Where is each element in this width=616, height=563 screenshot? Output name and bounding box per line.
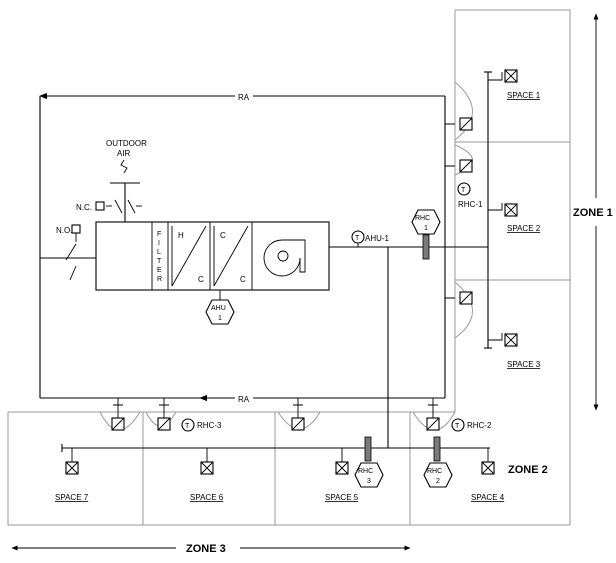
door-swing-1 (454, 81, 473, 141)
zone-3-dimension: ZONE 3 (11, 543, 411, 555)
no-actuator (71, 224, 81, 234)
zone-3-label: ZONE 3 (186, 543, 226, 555)
svg-text:2: 2 (436, 478, 440, 485)
outdoor-air-label-1: OUTDOOR (106, 139, 147, 148)
supply-air-duct (61, 71, 492, 452)
svg-text:L: L (157, 249, 161, 256)
svg-text:T: T (355, 235, 360, 242)
supply-fan-icon (263, 239, 306, 277)
rhc-2: RHC 2 T RHC-2 (423, 418, 492, 488)
bottom-walls (7, 411, 570, 526)
rhc-2-tstat-label: RHC-2 (467, 421, 492, 430)
svg-text:T: T (157, 258, 162, 265)
rhc-2-coil (433, 436, 441, 462)
rhc-2-tag (423, 462, 453, 488)
ra-label-bottom-text: RA (238, 395, 250, 404)
space-7-label: SPACE 7 (55, 493, 89, 502)
svg-text:RHC: RHC (427, 468, 442, 475)
air-handling-unit: F I L T E R H C C C AHU 1 (95, 221, 330, 325)
ra-label-top-text: RA (238, 93, 250, 102)
svg-text:E: E (157, 267, 162, 274)
svg-text:I: I (158, 240, 160, 247)
zone1-walls (454, 9, 571, 525)
space-5-label: SPACE 5 (325, 493, 359, 502)
space-4-label: SPACE 4 (471, 493, 505, 502)
door-swing-3 (454, 281, 473, 339)
svg-text:T: T (185, 423, 190, 430)
outdoor-air-arrow (120, 159, 128, 174)
rhc-3-tstat-label: RHC-3 (197, 421, 222, 430)
zone-2-label: ZONE 2 (508, 464, 548, 476)
zone-1-dimension: ZONE 1 (573, 13, 613, 411)
no-label: N.O. (56, 226, 72, 235)
svg-text:1: 1 (424, 225, 428, 232)
space-6-label: SPACE 6 (190, 493, 224, 502)
svg-text:1: 1 (218, 315, 222, 322)
svg-text:C: C (198, 275, 204, 284)
svg-text:RHC: RHC (358, 468, 373, 475)
rhc-1-tstat-label: RHC-1 (458, 200, 483, 209)
rhc-3-tag (354, 462, 384, 488)
ahu-thermostat: T AHU-1 (351, 230, 390, 247)
return-grilles-right (445, 117, 473, 305)
rhc-3-coil (364, 436, 372, 462)
nc-label: N.C. (76, 203, 92, 212)
svg-text:C: C (240, 275, 246, 284)
svg-text:AHU: AHU (211, 305, 226, 312)
heating-coil: H C (171, 225, 207, 287)
space-labels: SPACE 1 SPACE 2 SPACE 3 SPACE 4 SPACE 5 … (55, 91, 541, 502)
rhc-1: RHC 1 T RHC-1 (411, 182, 483, 260)
space-2-label: SPACE 2 (507, 224, 541, 233)
nc-damper (114, 199, 136, 214)
ahu-tstat-label: AHU-1 (365, 234, 390, 243)
svg-text:R: R (157, 276, 162, 283)
nc-actuator (95, 201, 105, 211)
supply-diffusers (65, 69, 518, 475)
outdoor-air-label-2: AIR (117, 149, 131, 158)
svg-text:F: F (157, 231, 161, 238)
svg-text:T: T (455, 423, 460, 430)
ahu-tag: AHU 1 (205, 290, 235, 325)
space-1-label: SPACE 1 (507, 91, 541, 100)
svg-text:RHC: RHC (415, 215, 430, 222)
space-3-label: SPACE 3 (507, 360, 541, 369)
filter-section: F I L T E R (157, 231, 162, 283)
svg-text:T: T (461, 187, 466, 194)
rhc-3: RHC 3 T RHC-3 (181, 418, 384, 488)
rhc-1-coil (422, 234, 430, 260)
outdoor-air-intake: OUTDOOR AIR N.C. (76, 139, 147, 232)
rhc-1-tag (411, 209, 441, 235)
mixed-air-damper: N.O. (40, 224, 96, 281)
return-grilles-bottom (111, 398, 440, 431)
svg-text:H: H (178, 231, 184, 240)
svg-text:C: C (220, 231, 226, 240)
zone-1-label: ZONE 1 (573, 207, 613, 219)
svg-text:3: 3 (367, 478, 371, 485)
ahu-casing (95, 221, 330, 291)
no-damper (65, 243, 77, 281)
cooling-coil: C C (213, 225, 249, 287)
building-walls (7, 9, 571, 526)
